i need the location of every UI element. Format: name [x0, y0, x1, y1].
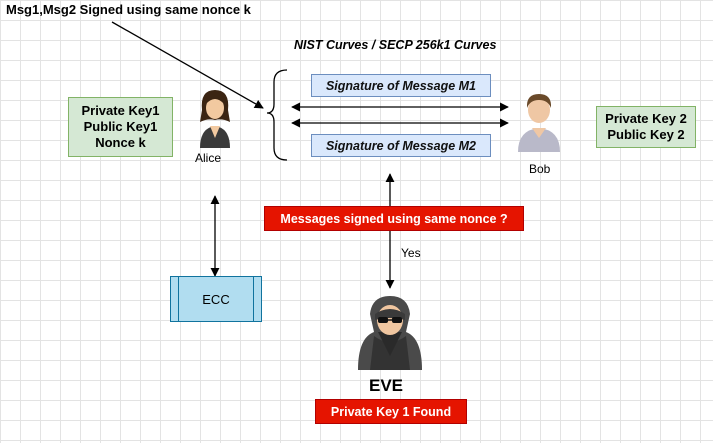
eve-label: EVE	[369, 376, 404, 395]
curves-label: NIST Curves / SECP 256k1 Curves	[294, 38, 497, 52]
ecc-label: ECC	[202, 291, 230, 307]
eve-hacker-icon	[358, 296, 422, 370]
title-pointer-arrow	[111, 21, 264, 109]
alice-private-key: Private Key1	[81, 103, 160, 118]
bob-private-key: Private Key 2	[605, 111, 687, 126]
alice-nonce: Nonce k	[95, 135, 146, 150]
bob-key-box: Private Key 2 Public Key 2	[596, 106, 696, 148]
alice-public-key: Public Key1	[83, 119, 158, 134]
bob-public-key: Public Key 2	[607, 127, 685, 142]
ecc-box: ECC	[170, 276, 262, 322]
bob-avatar-icon	[518, 94, 560, 152]
alice-label: Alice	[195, 151, 222, 165]
yes-label: Yes	[401, 246, 421, 260]
nonce-question-box: Messages signed using same nonce ?	[264, 206, 524, 231]
signature-m1-box: Signature of Message M1	[311, 74, 491, 97]
bob-label: Bob	[529, 162, 551, 176]
alice-avatar-icon	[200, 90, 230, 148]
signature-m2-box: Signature of Message M2	[311, 134, 491, 157]
curly-brace	[266, 69, 288, 161]
alice-key-box: Private Key1 Public Key1 Nonce k	[68, 97, 173, 157]
diagram-title: Msg1,Msg2 Signed using same nonce k	[6, 2, 251, 17]
private-key-found-box: Private Key 1 Found	[315, 399, 467, 424]
